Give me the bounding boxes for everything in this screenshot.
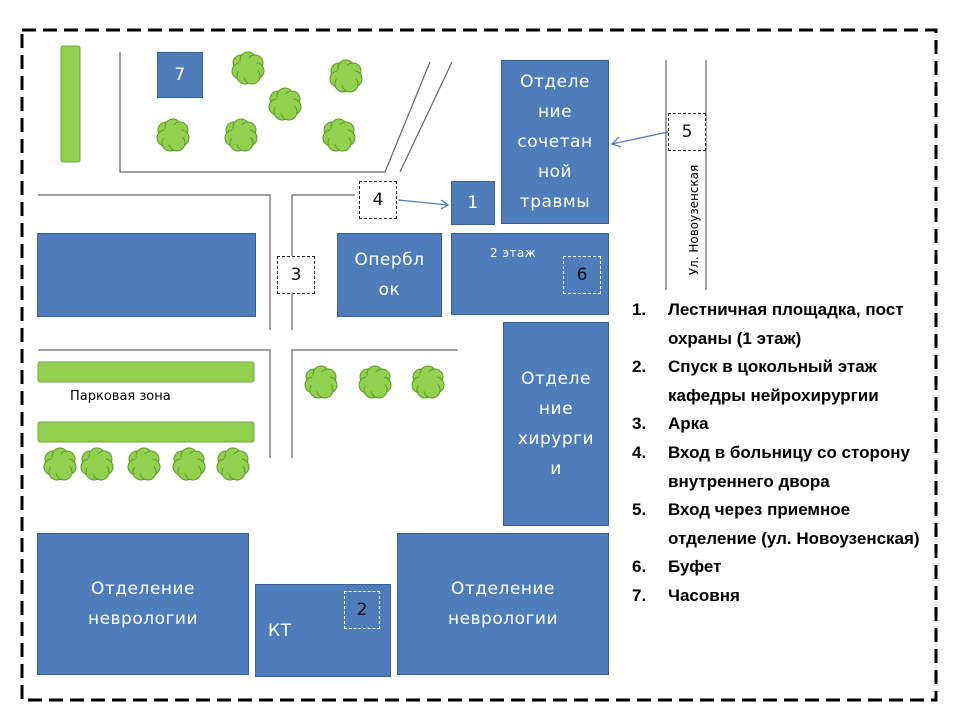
left-wing-building[interactable] bbox=[37, 233, 256, 317]
legend-item-2: 2. Спуск в цокольный этаж кафедры нейрохи… bbox=[632, 353, 932, 410]
tree-icon bbox=[411, 365, 445, 399]
tree-icon bbox=[358, 365, 392, 399]
legend-list: 1. Лестничная площадка, пост охраны (1 эт… bbox=[632, 296, 932, 611]
hedge-vertical bbox=[60, 45, 81, 163]
legend-item-3-text: Арка bbox=[668, 414, 709, 434]
surgery-label-line-4: и bbox=[550, 459, 562, 479]
legend-item-3: 3. Арка bbox=[632, 410, 932, 439]
legend-item-4-num: 4. bbox=[632, 442, 647, 462]
ct-label: КТ bbox=[268, 620, 292, 641]
ct-building[interactable]: КТ bbox=[255, 584, 391, 677]
surgery-label-line-3: хирурги bbox=[517, 429, 595, 449]
entry-arrows bbox=[397, 131, 669, 210]
operblock-label-line-2: ок bbox=[378, 280, 401, 300]
tree-icon bbox=[216, 447, 250, 481]
park-zone-label: Парковая зона bbox=[70, 389, 171, 404]
greenery bbox=[37, 45, 255, 443]
tree-icon bbox=[43, 447, 77, 481]
legend-item-4: 4. Вход в больницу со сторону внутреннего… bbox=[632, 439, 932, 496]
legend-item-4-text: Вход в больницу со сторону внутреннего д… bbox=[668, 442, 910, 491]
marker-6-buffet[interactable]: 6 bbox=[563, 256, 601, 294]
legend-item-6-num: 6. bbox=[632, 557, 647, 577]
bushes bbox=[43, 51, 445, 481]
tree-icon bbox=[172, 447, 206, 481]
legend-item-1: 1. Лестничная площадка, пост охраны (1 эт… bbox=[632, 296, 932, 353]
tree-icon bbox=[156, 118, 190, 152]
tree-icon bbox=[127, 447, 161, 481]
marker-6-number: 6 bbox=[576, 265, 588, 285]
hedge-lower bbox=[37, 421, 255, 443]
surgery-label-line-2: ние bbox=[538, 399, 574, 419]
legend-item-2-text: Спуск в цокольный этаж кафедры нейрохиру… bbox=[668, 357, 879, 405]
building-1-stairwell[interactable]: 1 bbox=[451, 181, 495, 225]
second-floor-connector[interactable]: 2 этаж bbox=[451, 233, 609, 315]
neurology-department-left[interactable]: Отделение неврологии bbox=[37, 533, 249, 675]
tree-icon bbox=[268, 87, 302, 121]
legend-item-7-text: Часовня bbox=[668, 585, 740, 605]
marker-5-reception-entrance[interactable]: 5 bbox=[668, 113, 706, 151]
neurology-department-right[interactable]: Отделение неврологии bbox=[397, 533, 609, 675]
marker-3-number: 3 bbox=[290, 265, 302, 285]
operating-block[interactable]: Опербл ок bbox=[337, 233, 442, 317]
floor-label: 2 этаж bbox=[490, 246, 537, 260]
legend-item-1-text: Лестничная площадка, пост охраны (1 этаж… bbox=[668, 300, 904, 348]
marker-4-courtyard-entrance[interactable]: 4 bbox=[359, 181, 397, 219]
neurology-left-label-line-2: неврологии bbox=[87, 609, 199, 629]
surgery-label-line-1: Отделе bbox=[521, 369, 591, 389]
street-label-novouzenskaya: Ул. Новоузенская bbox=[687, 152, 701, 288]
marker-2-basement-descent[interactable]: 2 bbox=[344, 591, 380, 629]
tree-icon bbox=[322, 118, 356, 152]
legend-item-7-num: 7. bbox=[632, 585, 647, 605]
marker-3-arch[interactable]: 3 bbox=[277, 256, 315, 294]
tree-icon bbox=[304, 365, 338, 399]
tree-icon bbox=[80, 447, 114, 481]
marker-2-number: 2 bbox=[356, 600, 368, 620]
surgery-department[interactable]: Отделе ние хирурги и bbox=[503, 322, 609, 526]
legend-item-6-text: Буфет bbox=[668, 557, 722, 577]
combined-trauma-department[interactable]: Отделе ние сочетан ной травмы bbox=[501, 60, 609, 224]
chapel-number: 7 bbox=[174, 65, 186, 85]
chapel-building[interactable]: 7 bbox=[157, 52, 203, 98]
combined-trauma-label-line-4: ной bbox=[537, 162, 573, 182]
combined-trauma-label-line-2: ние bbox=[537, 102, 573, 122]
operblock-label-line-1: Опербл bbox=[354, 250, 425, 270]
tree-icon bbox=[329, 59, 363, 93]
neurology-right-label-line-2: неврологии bbox=[447, 609, 559, 629]
legend-item-5: 5. Вход через приемное отделение (ул. Нов… bbox=[632, 496, 932, 553]
combined-trauma-label-line-3: сочетан bbox=[517, 132, 593, 152]
legend-item-7: 7. Часовня bbox=[632, 582, 932, 611]
neurology-right-label-line-1: Отделение bbox=[451, 579, 555, 599]
legend-item-2-num: 2. bbox=[632, 357, 647, 377]
legend-item-6: 6. Буфет bbox=[632, 553, 932, 582]
building-1-number: 1 bbox=[467, 193, 479, 213]
street-label-text: Ул. Новоузенская bbox=[687, 164, 701, 276]
combined-trauma-label-line-1: Отделе bbox=[520, 72, 590, 92]
territory-boundary bbox=[20, 28, 938, 702]
legend-item-3-num: 3. bbox=[632, 414, 647, 434]
marker-4-number: 4 bbox=[372, 190, 384, 210]
legend-item-5-text: Вход через приемное отделение (ул. Новоу… bbox=[668, 500, 920, 548]
combined-trauma-label-line-5: травмы bbox=[519, 192, 591, 212]
neurology-left-label-line-1: Отделение bbox=[91, 579, 195, 599]
legend-item-1-num: 1. bbox=[632, 300, 647, 319]
marker-5-number: 5 bbox=[681, 122, 693, 142]
tree-icon bbox=[231, 51, 265, 85]
legend-item-5-num: 5. bbox=[632, 500, 647, 520]
hedge-upper bbox=[37, 361, 255, 383]
tree-icon bbox=[224, 118, 258, 152]
